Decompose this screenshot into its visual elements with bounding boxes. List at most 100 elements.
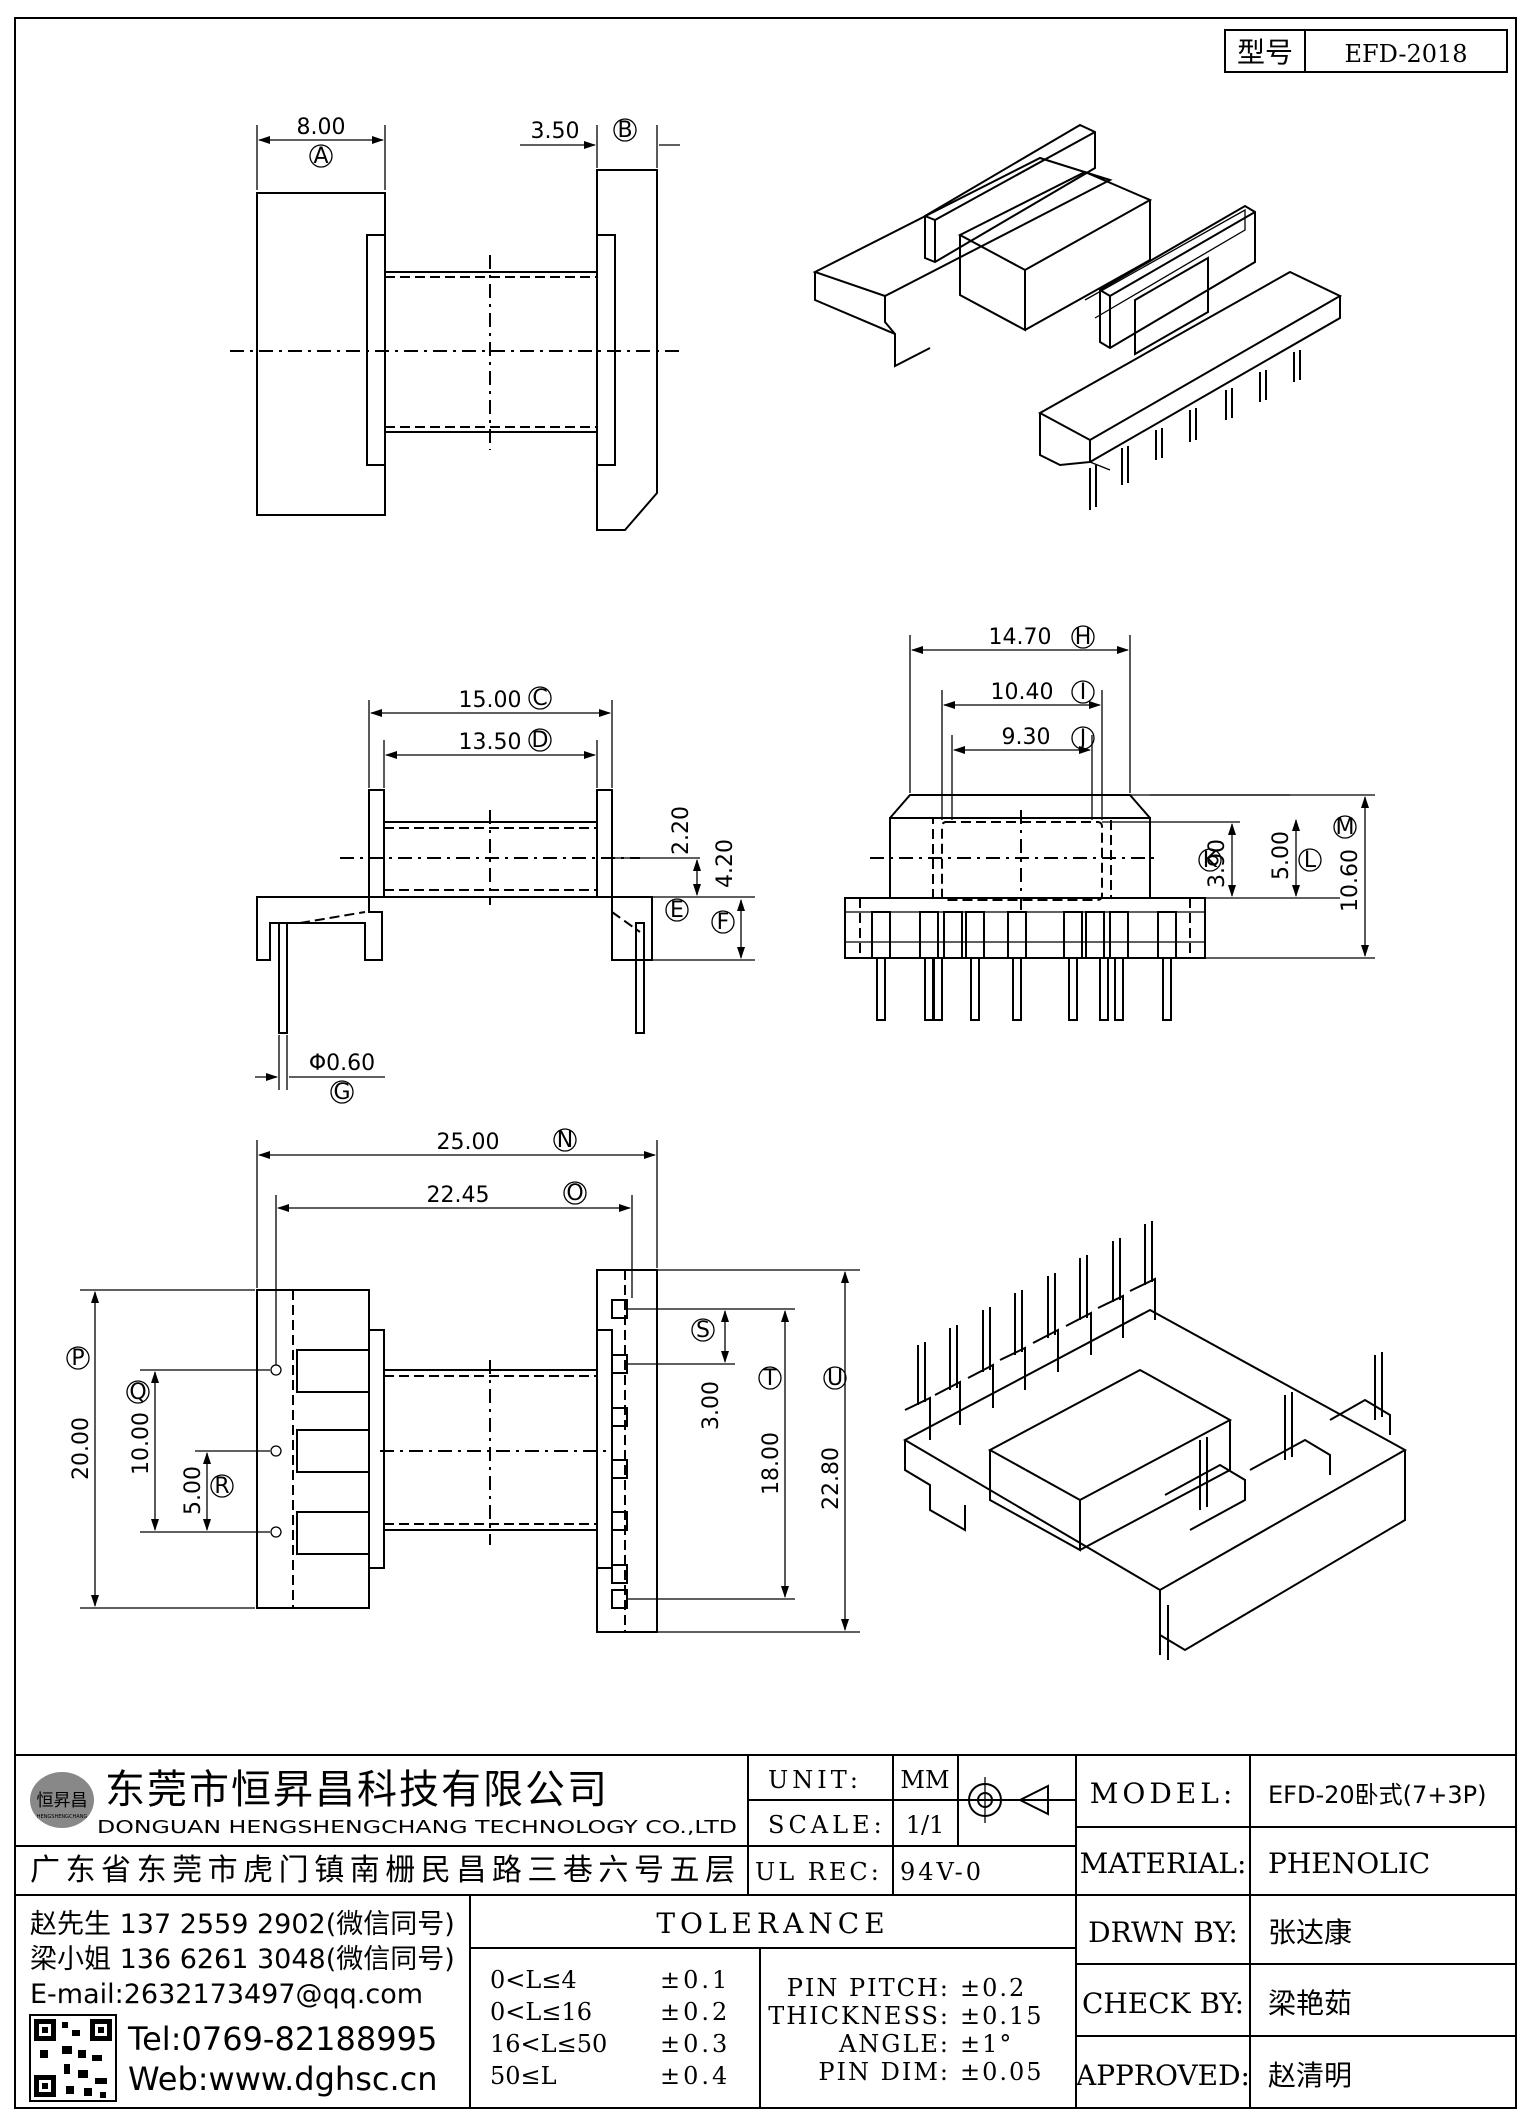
dim-D-letter: D	[532, 728, 549, 753]
dim-L-letter: L	[1304, 848, 1317, 873]
dim-R-letter: R	[214, 1474, 229, 1499]
dim-K-value: 3.90	[1205, 839, 1230, 888]
approved-label: APPROVED:	[1075, 2059, 1250, 2092]
unit-value: MM	[900, 1766, 949, 1794]
logo-subtext: HENGSHENGCHANG	[37, 1814, 88, 1820]
model-box-label: 型号	[1237, 36, 1293, 69]
dim-M-letter: M	[1336, 815, 1355, 840]
ul-rec-value: 94V-0	[900, 1858, 984, 1886]
model-value: EFD-20卧式(7+3P)	[1268, 1781, 1487, 1809]
dim-P-letter: P	[71, 1346, 84, 1371]
check-by-label: CHECK BY:	[1082, 1987, 1244, 2020]
dim-L-value: 5.00	[1269, 831, 1294, 880]
spec-name-3: ANGLE:	[838, 2030, 950, 2058]
dim-S-letter: S	[696, 1318, 710, 1343]
tol-range-1: 0<L≤4	[490, 1966, 577, 1994]
approved-value: 赵清明	[1268, 2059, 1352, 2092]
dim-M-value: 10.60	[1338, 849, 1363, 912]
dim-C-letter: C	[532, 686, 547, 711]
telephone: Tel:0769-82188995	[127, 2020, 437, 2058]
model-box: 型号 EFD-2018	[1224, 29, 1508, 73]
dim-R-value: 5.00	[181, 1466, 206, 1515]
tol-value-4: ±0.4	[660, 2062, 730, 2090]
model-box-value: EFD-2018	[1344, 40, 1467, 68]
tol-value-3: ±0.3	[660, 2030, 730, 2058]
dim-E-value: 2.20	[669, 806, 694, 855]
tol-range-3: 16<L≤50	[490, 2030, 607, 2058]
dim-E-letter: E	[670, 898, 684, 923]
tol-range-2: 0<L≤16	[490, 1998, 592, 2026]
dim-N-value: 25.00	[437, 1130, 500, 1155]
dim-Q-letter: Q	[129, 1380, 146, 1405]
dim-T-letter: T	[762, 1366, 777, 1391]
iso-view-top	[812, 123, 1343, 510]
dim-G-value: Φ0.60	[309, 1051, 375, 1076]
spec-name-2: THICKNESS:	[768, 2002, 950, 2030]
dim-P-value: 20.00	[69, 1417, 94, 1480]
dim-I-value: 10.40	[991, 680, 1054, 705]
dim-B-letter: B	[617, 118, 632, 143]
dim-K-letter: K	[1203, 848, 1218, 873]
dim-O-value: 22.45	[427, 1183, 490, 1208]
dim-D-value: 13.50	[459, 730, 522, 755]
title-block: 恒昇昌 HENGSHENGCHANG 东莞市恒昇昌科技有限公司 DONGUAN …	[15, 1754, 1516, 2108]
dim-H-letter: H	[1075, 625, 1092, 650]
dim-N-letter: N	[557, 1128, 573, 1153]
spec-tol-4: ±0.05	[960, 2058, 1044, 2086]
material-value: PHENOLIC	[1268, 1847, 1430, 1880]
dim-Q-value: 10.00	[129, 1412, 154, 1475]
spec-name-4: PIN DIM:	[818, 2058, 950, 2086]
ul-rec-label: UL REC:	[755, 1858, 882, 1886]
material-label: MATERIAL:	[1080, 1847, 1247, 1880]
view-end-middle: 14.70 H 10.40 I 9.30 J 3.90 K 5.00 L 10.…	[844, 625, 1375, 1021]
tolerance-title: TOLERANCE	[656, 1907, 889, 1940]
company-name-cn: 东莞市恒昇昌科技有限公司	[105, 1767, 609, 1813]
dim-A-letter: A	[313, 144, 328, 169]
dim-J-value: 9.30	[1002, 725, 1051, 750]
view-side-top: 8.00 A 3.50 B	[230, 115, 680, 531]
dim-U-value: 22.80	[819, 1447, 844, 1510]
company-address: 广东省东莞市虎门镇南栅民昌路三巷六号五层	[30, 1853, 735, 1888]
dim-O-letter: O	[566, 1181, 583, 1206]
company-logo: 恒昇昌 HENGSHENGCHANG	[30, 1772, 94, 1828]
dim-B-value: 3.50	[531, 119, 580, 144]
drawn-by-label: DRWN BY:	[1088, 1916, 1238, 1949]
spec-name-1: PIN PITCH:	[787, 1974, 950, 2002]
dim-F-value: 4.20	[713, 839, 738, 888]
sheet-border	[14, 17, 1517, 2109]
projection-symbol-icon	[962, 1777, 1068, 1823]
drawn-by-value: 张达康	[1268, 1916, 1352, 1949]
logo-text: 恒昇昌	[37, 1791, 88, 1811]
contact-1: 赵先生 137 2559 2902(微信同号)	[30, 1909, 455, 1940]
tol-range-4: 50≤L	[490, 2062, 557, 2090]
dim-J-letter: J	[1078, 726, 1087, 751]
dim-T-value: 18.00	[759, 1432, 784, 1495]
scale-label: SCALE:	[768, 1811, 886, 1839]
check-by-value: 梁艳茹	[1268, 1987, 1352, 2020]
dim-C-value: 15.00	[459, 688, 522, 713]
scale-value: 1/1	[906, 1811, 945, 1839]
tol-value-1: ±0.1	[660, 1966, 730, 1994]
dim-F-letter: F	[717, 910, 730, 935]
qr-code-icon	[29, 2014, 117, 2102]
view-bottom: 25.00 N 22.45 O 20.00 P 10.00 Q 5.00 R 3	[66, 1128, 860, 1633]
unit-label: UNIT:	[768, 1766, 862, 1794]
iso-view-bottom	[902, 1221, 1408, 1660]
company-name-en: DONGUAN HENGSHENGCHANG TECHNOLOGY CO.,LT…	[97, 1817, 737, 1838]
view-front-middle: 15.00 C 13.50 D 2.20 E 4.20 F Φ0.60 G	[255, 686, 755, 1105]
dim-A-value: 8.00	[297, 115, 346, 140]
model-label: MODEL:	[1090, 1777, 1237, 1810]
email: E-mail:2632173497@qq.com	[30, 1979, 423, 2010]
spec-tol-1: ±0.2	[960, 1974, 1026, 2002]
website: Web:www.dghsc.cn	[128, 2060, 438, 2098]
dim-S-value: 3.00	[699, 1381, 724, 1430]
dim-H-value: 14.70	[989, 625, 1052, 650]
dim-I-letter: I	[1080, 680, 1087, 705]
spec-tol-3: ±1°	[960, 2030, 1013, 2058]
tol-value-2: ±0.2	[660, 1998, 730, 2026]
dim-U-letter: U	[827, 1366, 843, 1391]
spec-tol-2: ±0.15	[960, 2002, 1044, 2030]
contact-2: 梁小姐 136 6261 3048(微信同号)	[30, 1944, 455, 1975]
dim-G-letter: G	[333, 1080, 350, 1105]
